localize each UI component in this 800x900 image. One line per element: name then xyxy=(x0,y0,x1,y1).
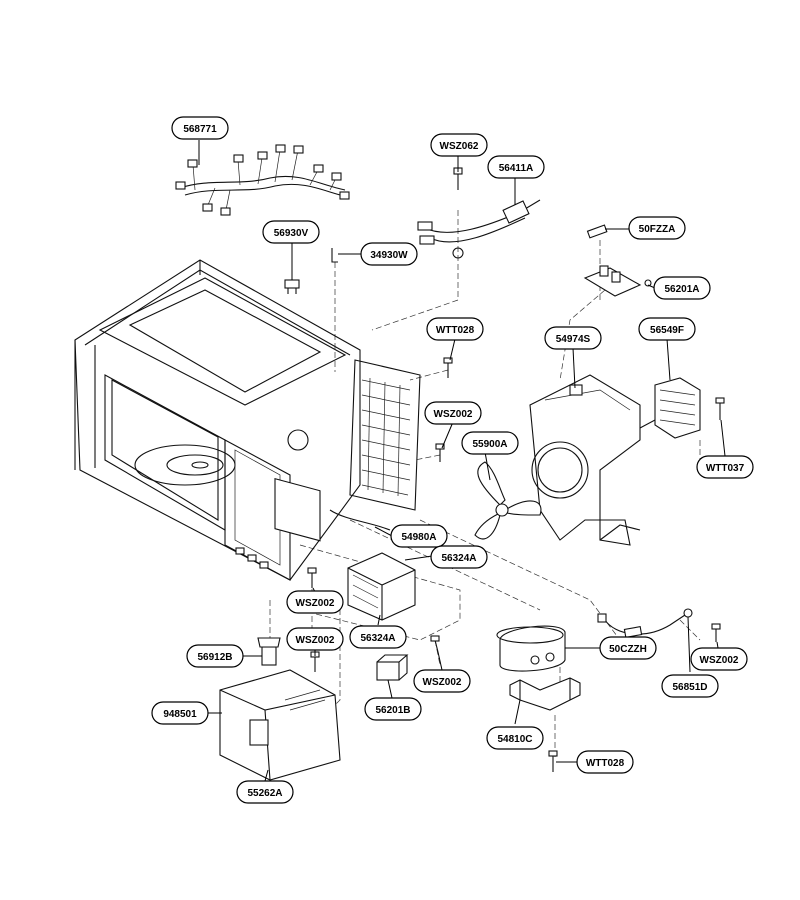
transformer xyxy=(347,552,416,621)
grill-pattern xyxy=(361,377,411,497)
svg-text:948501: 948501 xyxy=(163,709,197,720)
label-50fzza: 50FZZA xyxy=(628,216,686,240)
screw-wsz002-left xyxy=(307,567,317,588)
wire-harness xyxy=(175,144,350,216)
svg-text:56324A: 56324A xyxy=(441,553,476,564)
svg-text:56411A: 56411A xyxy=(499,163,533,174)
label-54974s: 54974S xyxy=(544,326,602,350)
label-wsz002-left: WSZ002 xyxy=(286,590,344,614)
svg-text:55262A: 55262A xyxy=(247,788,282,799)
svg-text:56201A: 56201A xyxy=(664,284,699,295)
label-56912b: 56912B xyxy=(186,644,244,668)
label-wtt028-lower: WTT028 xyxy=(576,750,634,774)
svg-text:56549F: 56549F xyxy=(650,325,684,336)
label-56930v: 56930V xyxy=(262,220,320,244)
label-wtt037: WTT037 xyxy=(696,455,754,479)
svg-text:54974S: 54974S xyxy=(556,334,591,345)
label-56324a-upper: 56324A xyxy=(430,545,488,569)
label-55900a: 55900A xyxy=(461,431,519,455)
svg-text:WSZ002: WSZ002 xyxy=(296,598,335,609)
svg-text:50CZZH: 50CZZH xyxy=(609,644,647,655)
svg-text:WTT028: WTT028 xyxy=(586,758,625,769)
part-labels: 568771 WSZ062 56411A 56930V 34930W 50FZZ… xyxy=(151,116,754,804)
screw-wsz002-mid xyxy=(435,443,445,462)
label-55262a: 55262A xyxy=(236,780,294,804)
label-54980a: 54980A xyxy=(390,524,448,548)
svg-text:56912B: 56912B xyxy=(197,652,232,663)
svg-text:34930W: 34930W xyxy=(370,250,408,261)
label-568771: 568771 xyxy=(171,116,229,140)
svg-text:WSZ002: WSZ002 xyxy=(296,635,335,646)
label-56201a: 56201A xyxy=(653,276,711,300)
svg-text:WSZ002: WSZ002 xyxy=(423,677,462,688)
screw-wsz002-right xyxy=(711,623,721,642)
noise-filter xyxy=(583,265,652,297)
label-wsz002-right: WSZ002 xyxy=(690,647,748,671)
screw-wtt028-lower xyxy=(548,750,558,772)
label-wtt028-upper: WTT028 xyxy=(426,317,484,341)
svg-text:56324A: 56324A xyxy=(360,633,395,644)
control-box xyxy=(219,669,341,781)
capacitor-bracket xyxy=(509,677,581,711)
svg-text:54980A: 54980A xyxy=(401,532,436,543)
lamp xyxy=(257,637,281,666)
svg-text:568771: 568771 xyxy=(183,124,217,135)
label-34930w: 34930W xyxy=(360,242,418,266)
svg-text:WSZ002: WSZ002 xyxy=(434,409,473,420)
label-56201b: 56201B xyxy=(364,697,422,721)
diode xyxy=(597,608,693,638)
leader-lines xyxy=(198,140,726,782)
wire-54980a xyxy=(329,509,391,531)
svg-text:WSZ002: WSZ002 xyxy=(700,655,739,666)
fan-motor xyxy=(639,377,701,439)
fan-duct xyxy=(529,374,641,546)
svg-text:WSZ062: WSZ062 xyxy=(440,141,479,152)
switch xyxy=(376,654,409,681)
svg-text:56201B: 56201B xyxy=(375,705,410,716)
svg-text:WTT037: WTT037 xyxy=(706,463,745,474)
clip-34930w xyxy=(331,248,338,263)
label-54810c: 54810C xyxy=(486,726,544,750)
label-wsz002-lamp: WSZ002 xyxy=(286,627,344,651)
label-56411a: 56411A xyxy=(487,155,545,179)
thermostat xyxy=(284,279,300,294)
fan-blade xyxy=(474,461,542,540)
capacitor xyxy=(496,625,566,672)
label-wsz062: WSZ062 xyxy=(430,133,488,157)
screw-wtt037 xyxy=(715,397,725,420)
label-wsz002-switch: WSZ002 xyxy=(413,669,471,693)
svg-text:54810C: 54810C xyxy=(497,734,532,745)
label-50czzh: 50CZZH xyxy=(599,636,657,660)
label-wsz002-mid: WSZ002 xyxy=(424,401,482,425)
screw-wsz002-switch xyxy=(430,635,440,653)
label-56549f: 56549F xyxy=(638,317,696,341)
svg-text:56930V: 56930V xyxy=(274,228,309,239)
fuse xyxy=(586,224,608,239)
svg-text:55900A: 55900A xyxy=(472,439,507,450)
svg-text:56851D: 56851D xyxy=(672,682,707,693)
svg-text:50FZZA: 50FZZA xyxy=(639,224,676,235)
power-cord xyxy=(417,167,541,259)
oven-cavity xyxy=(74,259,421,581)
label-56324a-lower: 56324A xyxy=(349,625,407,649)
screw-wtt028-upper xyxy=(443,357,453,378)
label-948501: 948501 xyxy=(151,701,209,725)
svg-text:WTT028: WTT028 xyxy=(436,325,475,336)
label-56851d: 56851D xyxy=(661,674,719,698)
